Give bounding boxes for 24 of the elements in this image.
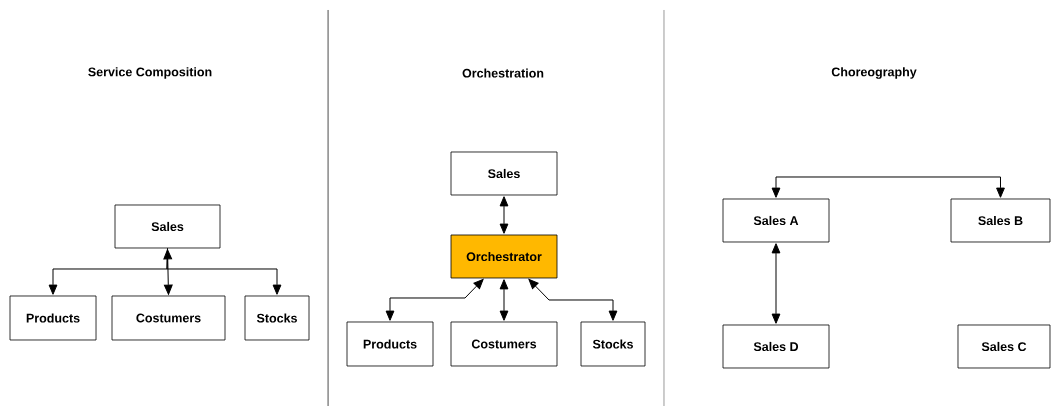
process-box: Orchestrator	[450, 234, 558, 279]
process-box: Sales	[450, 151, 558, 196]
section-title: Orchestration	[462, 68, 544, 78]
connector-arrow	[771, 176, 1005, 198]
connector-arrow	[771, 243, 781, 324]
process-box: Sales B	[950, 198, 1051, 243]
process-box: Sales D	[722, 324, 830, 369]
process-box: Stocks	[580, 321, 646, 367]
connector-arrow	[528, 278, 618, 321]
process-box: Costumers	[111, 295, 226, 341]
connector-arrow	[163, 249, 173, 295]
process-box: Costumers	[450, 321, 558, 367]
process-box: Sales A	[722, 198, 830, 243]
connector-arrow	[499, 196, 509, 234]
process-box: Sales	[114, 204, 221, 249]
process-box: Stocks	[244, 295, 310, 341]
section-title: Service Composition	[88, 67, 212, 79]
section-title: Choreography	[831, 67, 917, 79]
process-box: Products	[346, 321, 434, 367]
process-box: Sales C	[957, 324, 1051, 369]
connector-arrow	[499, 279, 509, 321]
process-box: Products	[9, 295, 97, 341]
connector-arrow	[385, 278, 484, 321]
connector-arrow	[166, 247, 282, 295]
